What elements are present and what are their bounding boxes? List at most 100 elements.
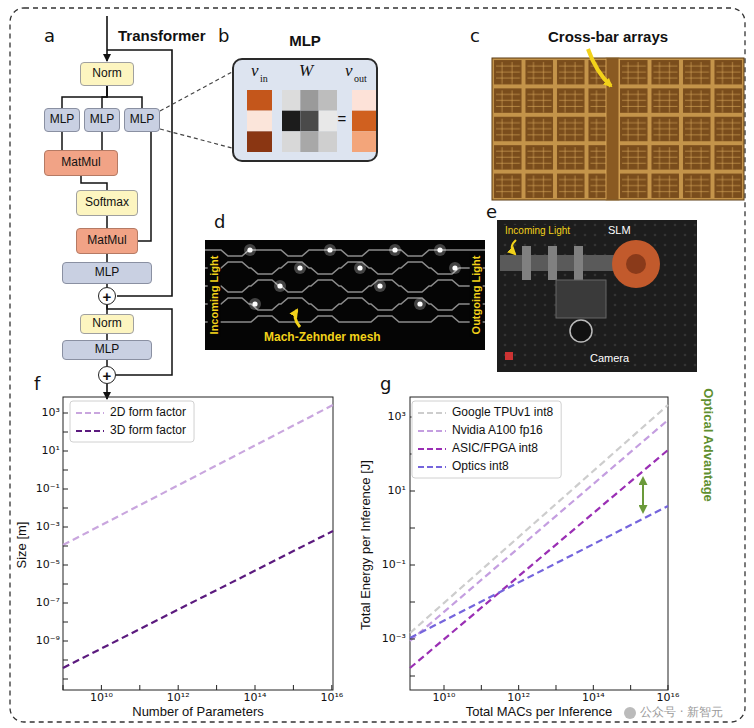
tick-mark xyxy=(139,685,140,690)
node-label: MLP xyxy=(130,113,155,126)
tick-mark xyxy=(410,602,415,603)
waveguide xyxy=(205,262,485,274)
plot-line xyxy=(63,531,333,668)
tick-mark xyxy=(63,413,68,414)
node-label: MatMul xyxy=(87,234,126,247)
slm-device xyxy=(626,254,646,274)
light-spot xyxy=(374,280,386,292)
mlp-box: MLP xyxy=(44,108,80,132)
matmul-box: MatMul xyxy=(44,150,118,176)
photo-annotation: Mach-Zehnder mesh xyxy=(262,331,383,345)
plot-line xyxy=(410,450,668,668)
vector-cell xyxy=(247,90,272,111)
lens-mount xyxy=(522,246,531,280)
tick-mark xyxy=(63,470,68,471)
node-label: Norm xyxy=(92,67,121,80)
axis-title: Number of Parameters xyxy=(132,705,264,720)
pointer-arrow xyxy=(588,49,611,86)
tick-label: 10¹ xyxy=(42,445,60,458)
watermark-icon xyxy=(624,707,636,719)
waveguide xyxy=(205,280,485,292)
crossbar-strip xyxy=(606,58,619,200)
tick-mark xyxy=(667,685,668,690)
light-spot xyxy=(247,247,252,252)
photo-annotation: Incoming Light xyxy=(208,254,221,337)
pointer-arrow xyxy=(512,240,516,254)
mlp-box: MLP xyxy=(124,108,160,132)
softmax-box: Softmax xyxy=(76,190,138,216)
tick-label: 10¹⁶ xyxy=(320,692,343,705)
tick-mark xyxy=(63,508,68,509)
matrix-cell xyxy=(319,111,337,132)
tick-mark xyxy=(410,565,415,566)
light-spot xyxy=(297,265,302,270)
tick-label: 10¹⁴ xyxy=(244,692,267,705)
legend-text: 3D form factor xyxy=(110,424,186,438)
mesh-photo xyxy=(205,240,485,350)
tick-mark xyxy=(63,546,68,547)
waveguide xyxy=(205,316,485,322)
slm-device xyxy=(612,240,660,288)
tick-mark xyxy=(410,491,415,492)
tick-mark xyxy=(63,679,68,680)
legend-sample xyxy=(418,412,446,414)
tick-label: 10⁻³ xyxy=(36,521,60,534)
tick-label: 10⁻⁹ xyxy=(36,635,60,648)
vector-cell xyxy=(247,131,272,152)
matrix-cell xyxy=(300,131,318,152)
tick-mark xyxy=(63,451,68,452)
input-arrow xyxy=(106,16,108,61)
tick-mark xyxy=(216,685,217,690)
node-label: Norm xyxy=(92,317,121,330)
mlp-box: MLP xyxy=(84,108,120,132)
crossbar-photo xyxy=(492,58,744,200)
tick-label: 10¹² xyxy=(507,692,530,705)
connector xyxy=(106,216,108,228)
tick-mark xyxy=(63,641,68,642)
camera-body xyxy=(556,280,606,318)
matrix-cell xyxy=(282,90,300,111)
vector-cell xyxy=(352,131,376,152)
node-label: MLP xyxy=(50,113,75,126)
connector xyxy=(106,254,108,262)
light-spot xyxy=(437,247,442,252)
light-spot xyxy=(294,262,306,274)
light-spot xyxy=(252,301,257,306)
tick-label: 10³ xyxy=(388,411,406,424)
tick-mark xyxy=(410,676,415,677)
tick-label: 10⁻⁷ xyxy=(36,597,60,610)
light-spot xyxy=(389,244,401,256)
matrix-cell xyxy=(282,131,300,152)
panel-letter: d xyxy=(214,212,225,233)
node-label: MLP xyxy=(95,343,120,356)
tick-mark xyxy=(178,685,179,690)
tick-mark xyxy=(481,685,482,690)
setup-photo xyxy=(497,220,697,372)
panel-letter: f xyxy=(34,374,40,395)
connector xyxy=(107,86,142,108)
tick-mark xyxy=(255,685,256,690)
matmul-box: MatMul xyxy=(76,228,138,254)
matrix-symbol: W xyxy=(299,61,313,81)
laser-sign xyxy=(505,352,513,360)
tick-mark xyxy=(555,685,556,690)
panel-letter: b xyxy=(218,26,229,47)
node-label: Softmax xyxy=(85,196,129,209)
tick-label: 10⁻³ xyxy=(382,633,406,646)
tick-mark xyxy=(63,660,68,661)
legend-text: ASIC/FPGA int8 xyxy=(452,442,538,456)
matrix-cell xyxy=(282,111,300,132)
light-spot xyxy=(249,298,261,310)
panel-letter: e xyxy=(486,202,497,223)
light-spot xyxy=(324,244,336,256)
photo-annotation: Camera xyxy=(588,352,631,365)
waveguide xyxy=(205,298,485,310)
vector-symbol: v xyxy=(251,61,259,81)
add-circle: + xyxy=(98,287,116,305)
zoom-leader xyxy=(160,72,232,148)
vector-cell xyxy=(352,90,376,111)
matrix-cell xyxy=(300,90,318,111)
legend-sample xyxy=(76,412,104,414)
light-spot xyxy=(377,283,382,288)
add-circle: + xyxy=(98,366,116,384)
